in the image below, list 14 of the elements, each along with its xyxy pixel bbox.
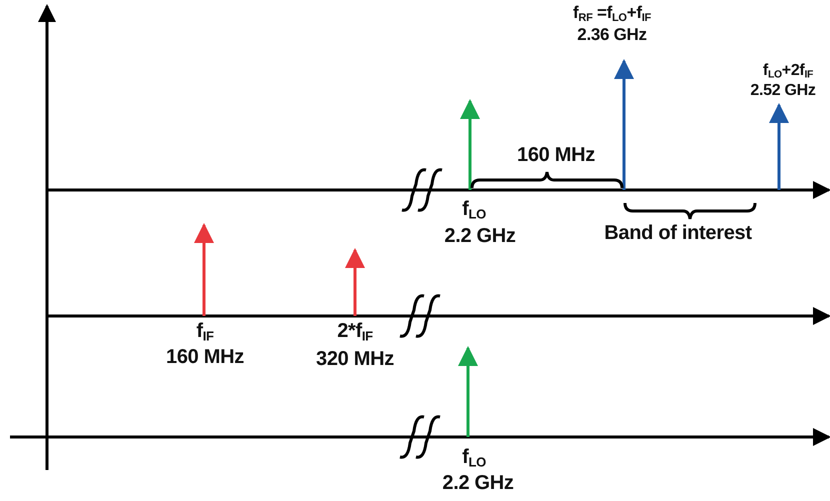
frequency-symbol: f$_{LO}$ [462,446,486,470]
frequency-value: 320 MHz [316,348,394,370]
frequency-value: 160 MHz [166,346,244,368]
frequency-symbol: f$_{IF}$ [196,320,214,344]
frequency-value: 2.2 GHz [444,225,516,247]
frequency-value: 2.52 GHz [750,82,816,100]
band-label: Band of interest [604,222,752,244]
frequency-formula: f$_{LO}$+2f$_{IF}$ [762,62,814,82]
frequency-symbol: f$_{LO}$ [462,198,486,222]
frequency-symbol: 2*f$_{IF}$ [337,320,373,344]
frequency-formula: f$_{RF}$ =f$_{LO}$+f$_{IF}$ [573,4,651,24]
span-label: 160 MHz [517,144,595,166]
frequency-value: 2.2 GHz [442,472,514,494]
frequency-value: 2.36 GHz [577,26,647,45]
